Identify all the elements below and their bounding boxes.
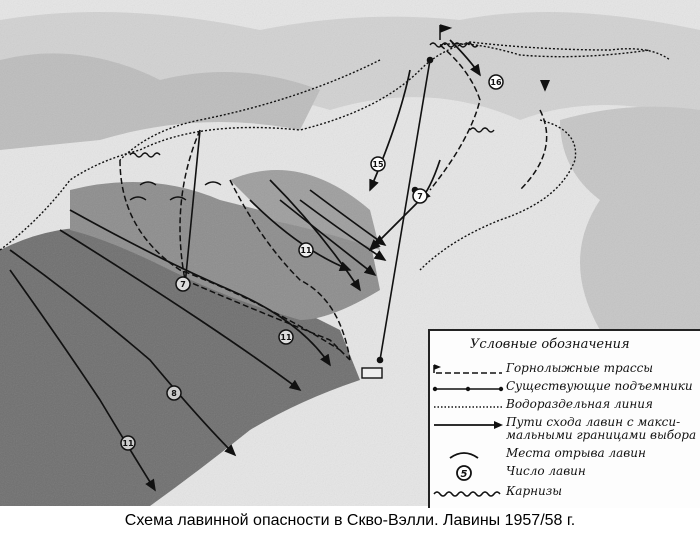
svg-text:16: 16	[490, 78, 502, 87]
legend-title: Условные обозначения	[470, 337, 630, 352]
arrow-line-icon	[434, 421, 503, 429]
arc-icon	[449, 452, 479, 459]
legend-label-continued: мальными границами выбора	[506, 428, 697, 442]
legend-item-lifts: Существующие подъемники	[430, 379, 700, 397]
lift-line-icon	[432, 386, 504, 392]
wavy-line-icon	[433, 491, 501, 497]
legend-label: Места отрыва лавин	[506, 446, 646, 460]
cornices	[129, 42, 495, 158]
svg-text:7: 7	[180, 280, 186, 289]
legend-item-watershed: Водораздельная линия	[430, 397, 700, 415]
map-legend: Условные обозначения Горнолыжные трассы …	[428, 329, 700, 508]
figure-caption: Схема лавинной опасности в Скво-Вэлли. Л…	[124, 512, 576, 529]
dotted-line-icon	[434, 406, 502, 408]
legend-label: Пути схода лавин с макси-	[506, 415, 681, 429]
svg-text:11: 11	[280, 333, 292, 342]
legend-label: Существующие подъемники	[506, 379, 693, 393]
legend-item-avalanche-count: 5 Число лавин	[430, 464, 700, 482]
flag-dashed-line-icon	[433, 364, 502, 374]
ski-lifts	[184, 56, 434, 364]
legend-label: Водораздельная линия	[506, 397, 653, 411]
avalanche-count-markers: 15 16 7 11 7 11 8 11	[120, 74, 504, 451]
svg-text:8: 8	[171, 389, 177, 398]
svg-text:5: 5	[461, 469, 468, 480]
circled-number-icon: 5	[456, 465, 472, 481]
legend-label: Карнизы	[506, 484, 563, 498]
legend-item-cornices: Карнизы	[430, 484, 700, 502]
svg-text:7: 7	[417, 192, 423, 201]
watershed-lines	[0, 41, 671, 271]
avalanche-map: 15 16 7 11 7 11 8 11	[0, 0, 700, 506]
legend-label: Число лавин	[506, 464, 586, 478]
svg-text:15: 15	[372, 160, 384, 169]
svg-text:11: 11	[122, 439, 134, 448]
legend-label: Горнолыжные трассы	[506, 361, 654, 375]
svg-text:11: 11	[300, 246, 312, 255]
summit-flag	[439, 24, 453, 40]
legend-item-release-zones: Места отрыва лавин	[430, 446, 700, 464]
legend-item-avalanche-paths: Пути схода лавин с макси- мальными грани…	[430, 415, 700, 445]
legend-item-ski-runs: Горнолыжные трассы	[430, 361, 700, 379]
base-lodge	[361, 367, 383, 379]
release-zones	[129, 181, 222, 201]
